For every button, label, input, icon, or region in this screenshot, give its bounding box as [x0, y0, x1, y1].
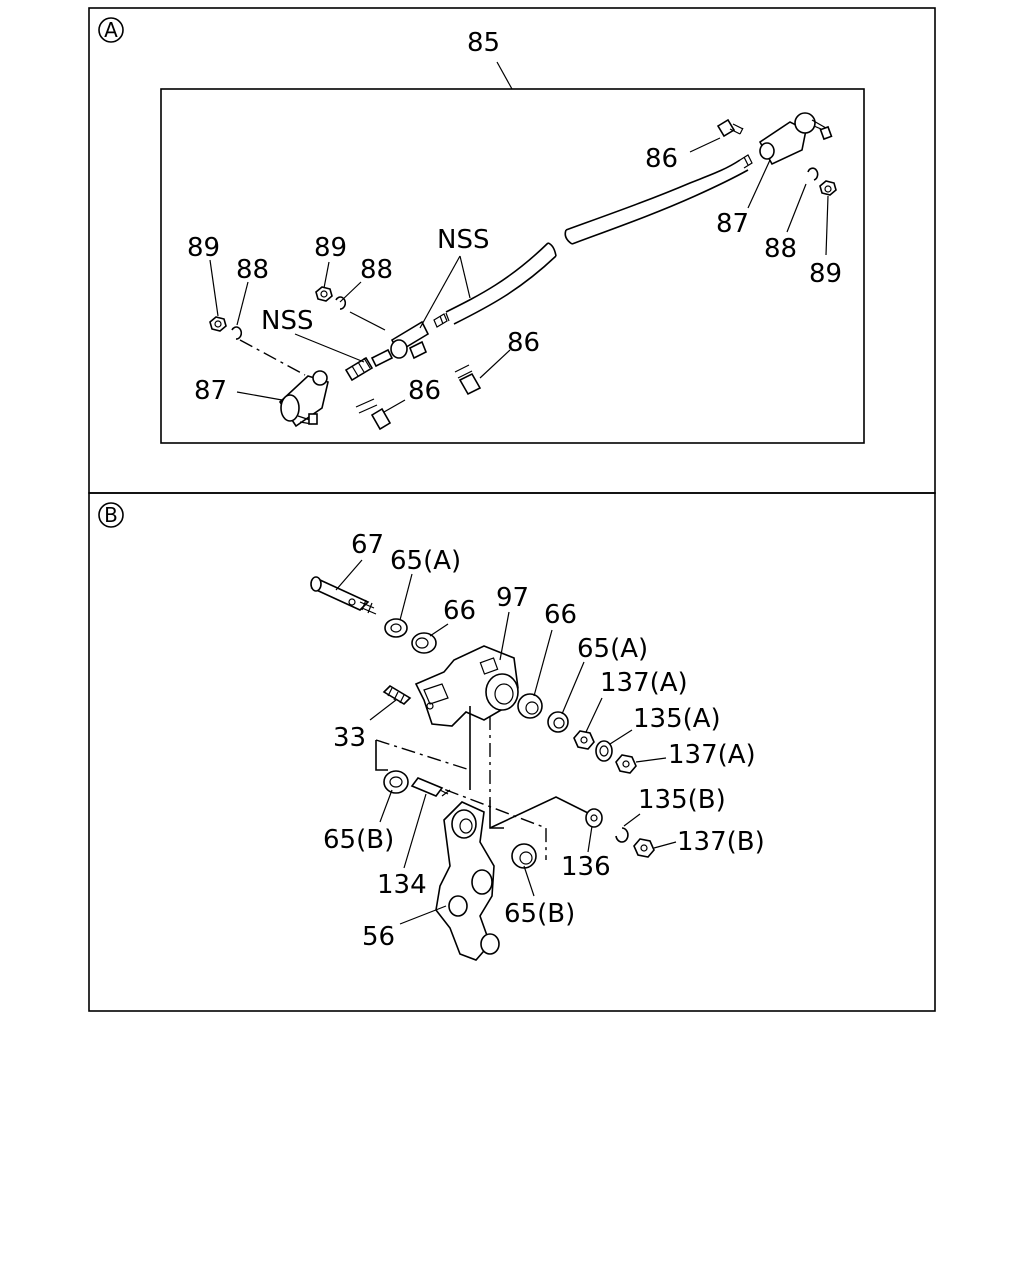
label-88-mid: 88 [360, 255, 393, 285]
panel-b: B [88, 492, 936, 1012]
label-65b-1: 65(B) [323, 825, 394, 855]
left-joint-parts [209, 286, 482, 431]
label-87-right: 87 [716, 209, 749, 239]
panel-a-labels: 85 86 87 88 89 89 88 89 88 NSS NSS 86 87… [187, 28, 842, 406]
label-nss-lower: NSS [261, 306, 313, 336]
svg-text:A: A [104, 18, 118, 42]
label-67: 67 [351, 530, 384, 560]
label-nss-upper: NSS [437, 225, 489, 255]
label-89-mid: 89 [314, 233, 347, 263]
label-89-left: 89 [187, 233, 220, 263]
label-65a-2: 65(A) [577, 634, 648, 664]
label-136: 136 [561, 852, 611, 882]
label-56: 56 [362, 922, 395, 952]
control-rod [433, 154, 753, 328]
label-65a-1: 65(A) [390, 546, 461, 576]
panel-a: A [88, 7, 936, 494]
label-135a: 135(A) [633, 704, 721, 734]
label-135b: 135(B) [638, 785, 726, 815]
shift-bracket-parts [310, 576, 655, 961]
label-65b-2: 65(B) [504, 899, 575, 929]
label-137a-1: 137(A) [600, 668, 688, 698]
panel-b-frame [88, 492, 936, 1012]
panel-b-marker: B [98, 502, 124, 528]
label-88-right: 88 [764, 234, 797, 264]
label-137a-2: 137(A) [668, 740, 756, 770]
panel-a-leaders [209, 61, 829, 413]
label-97: 97 [496, 583, 529, 613]
label-137b: 137(B) [677, 827, 765, 857]
label-89-right: 89 [809, 259, 842, 289]
label-86-bottom: 86 [408, 376, 441, 406]
label-66-2: 66 [544, 600, 577, 630]
label-87-left: 87 [194, 376, 227, 406]
label-86-mid: 86 [507, 328, 540, 358]
label-86-top: 86 [645, 144, 678, 174]
panel-b-leaders [335, 559, 677, 925]
label-66-1: 66 [443, 596, 476, 626]
svg-text:B: B [104, 503, 118, 527]
right-joint-parts [716, 112, 837, 196]
label-33: 33 [333, 723, 366, 753]
panel-b-labels: 67 65(A) 66 97 66 65(A) 137(A) 135(A) 13… [323, 530, 765, 952]
label-85: 85 [467, 28, 500, 58]
panel-a-marker: A [98, 17, 124, 43]
assembly-85-frame [160, 88, 865, 444]
label-88-left: 88 [236, 255, 269, 285]
label-134: 134 [377, 870, 427, 900]
